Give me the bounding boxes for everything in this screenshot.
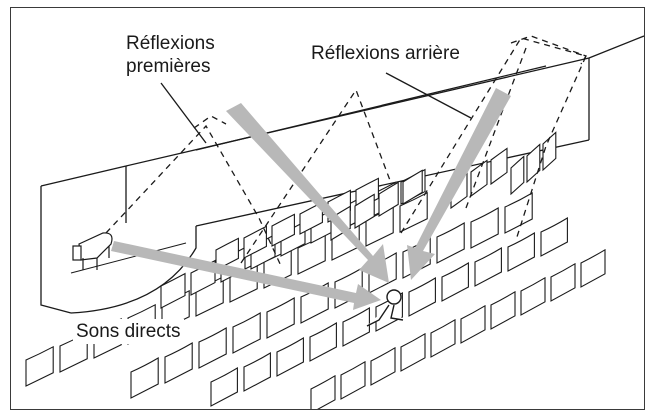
seat: [354, 193, 375, 229]
early-reflections-label: Réflexions premières: [126, 32, 215, 78]
seat: [400, 332, 426, 372]
seat: [198, 327, 227, 369]
seat: [402, 169, 423, 205]
late-reflection-path: [400, 37, 587, 241]
seat: [580, 248, 606, 288]
early-reflections-label-line1: Réflexions: [126, 33, 215, 54]
seat: [340, 360, 366, 400]
seat: [540, 217, 568, 257]
seat: [490, 290, 516, 330]
seat: [130, 357, 159, 399]
seat: [271, 213, 295, 247]
seat: [460, 304, 486, 344]
late-reflections-label: Réflexions arrière: [311, 43, 460, 64]
seat: [474, 247, 502, 287]
seat: [164, 342, 193, 384]
seat: [504, 192, 533, 234]
seat: [436, 222, 465, 264]
seat: [526, 143, 541, 184]
seat: [210, 367, 238, 407]
seat: [232, 312, 261, 354]
seat: [160, 272, 186, 309]
seat: [470, 207, 499, 249]
seat: [550, 262, 576, 302]
seat: [441, 262, 469, 302]
early-reflection-path-2: [240, 88, 392, 264]
direct-sound-arrow: [111, 241, 381, 310]
early-reflections-arrow: [226, 103, 389, 283]
reflection-paths: [105, 35, 587, 267]
seat: [310, 374, 336, 409]
seat: [370, 346, 396, 386]
rear-ceiling-edge: [588, 35, 644, 59]
seat: [378, 181, 399, 217]
seat: [490, 147, 508, 186]
seated-listener-icon: [366, 289, 404, 327]
grand-piano-icon: [72, 232, 113, 270]
seat: [309, 322, 337, 362]
seat: [215, 237, 239, 271]
seat: [408, 277, 436, 317]
back-wall-outline: [40, 186, 72, 314]
seat: [470, 159, 488, 198]
stage: [70, 242, 187, 274]
side-wall-upper-edge: [195, 139, 590, 227]
label-leader-arriere: [385, 72, 472, 119]
sound-arrows: [111, 88, 511, 310]
early-reflections-label-line2: premières: [126, 56, 211, 77]
seat: [342, 307, 370, 347]
seat: [266, 297, 295, 339]
stage-front-curve: [70, 226, 197, 314]
late-reflections-arrow: [407, 88, 511, 280]
seat: [430, 318, 456, 358]
seat: [25, 345, 54, 387]
seat: [510, 155, 525, 196]
seat: [507, 232, 535, 272]
label-leader-premieres: [160, 82, 207, 144]
back-wall-top: [40, 165, 127, 187]
audience-seating: [25, 131, 606, 409]
diagram-frame: Réflexions premières Réflexions arrière …: [10, 7, 645, 410]
seat: [276, 337, 304, 377]
seat: [243, 352, 271, 392]
concert-hall-diagram: [25, 35, 644, 409]
seat: [520, 276, 546, 316]
direct-sounds-label: Sons directs: [73, 319, 184, 344]
ceiling-cloud-outline-2: [193, 115, 227, 129]
early-reflection-path-1: [105, 124, 282, 267]
stage-floor-line: [70, 242, 187, 274]
